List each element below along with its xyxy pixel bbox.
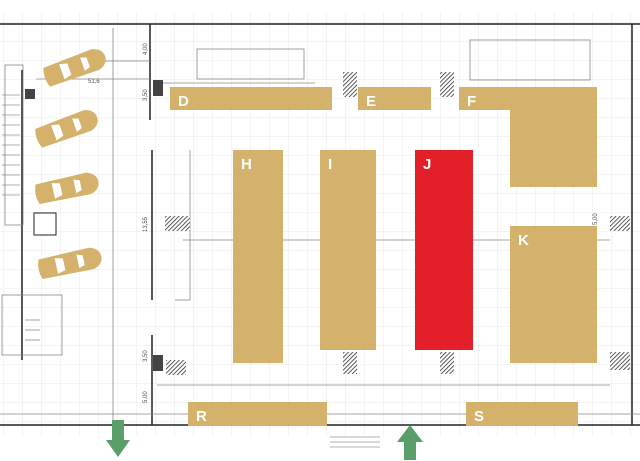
columns [25,72,630,375]
stairs [2,94,380,448]
dimension-label: 5,00 [143,391,149,403]
dimension-label: 3,50 [143,89,149,101]
booth-label: D [178,93,189,110]
dimension-label: 3,50 [143,350,149,362]
booth-label: S [474,408,485,425]
booth-i[interactable]: I [320,150,376,350]
booth-label: R [196,408,207,425]
booth-e[interactable]: E [358,87,431,110]
booth-h[interactable]: H [233,150,283,363]
booth-label: I [328,156,333,173]
booth-label: F [467,93,477,110]
booth-d[interactable]: D [170,87,332,110]
booth-r[interactable]: R [188,402,327,426]
dimension-label: 51,6 [88,79,100,85]
booth-f[interactable]: F [459,87,597,110]
entrance-arrow-up-icon [397,425,423,460]
booth-label: H [241,156,252,173]
booth-s[interactable]: S [466,402,578,426]
booth-j-selected[interactable]: J [415,150,473,350]
exit-arrow-down-icon [106,420,130,457]
booth-label: E [366,93,377,110]
booth-k[interactable]: K [510,226,597,363]
booth-label: J [423,156,432,173]
booth-label: K [518,232,529,249]
dimension-label: 5,00 [593,213,599,225]
dimension-label: 4,00 [143,43,149,55]
dimension-label: 13,55 [143,216,149,232]
